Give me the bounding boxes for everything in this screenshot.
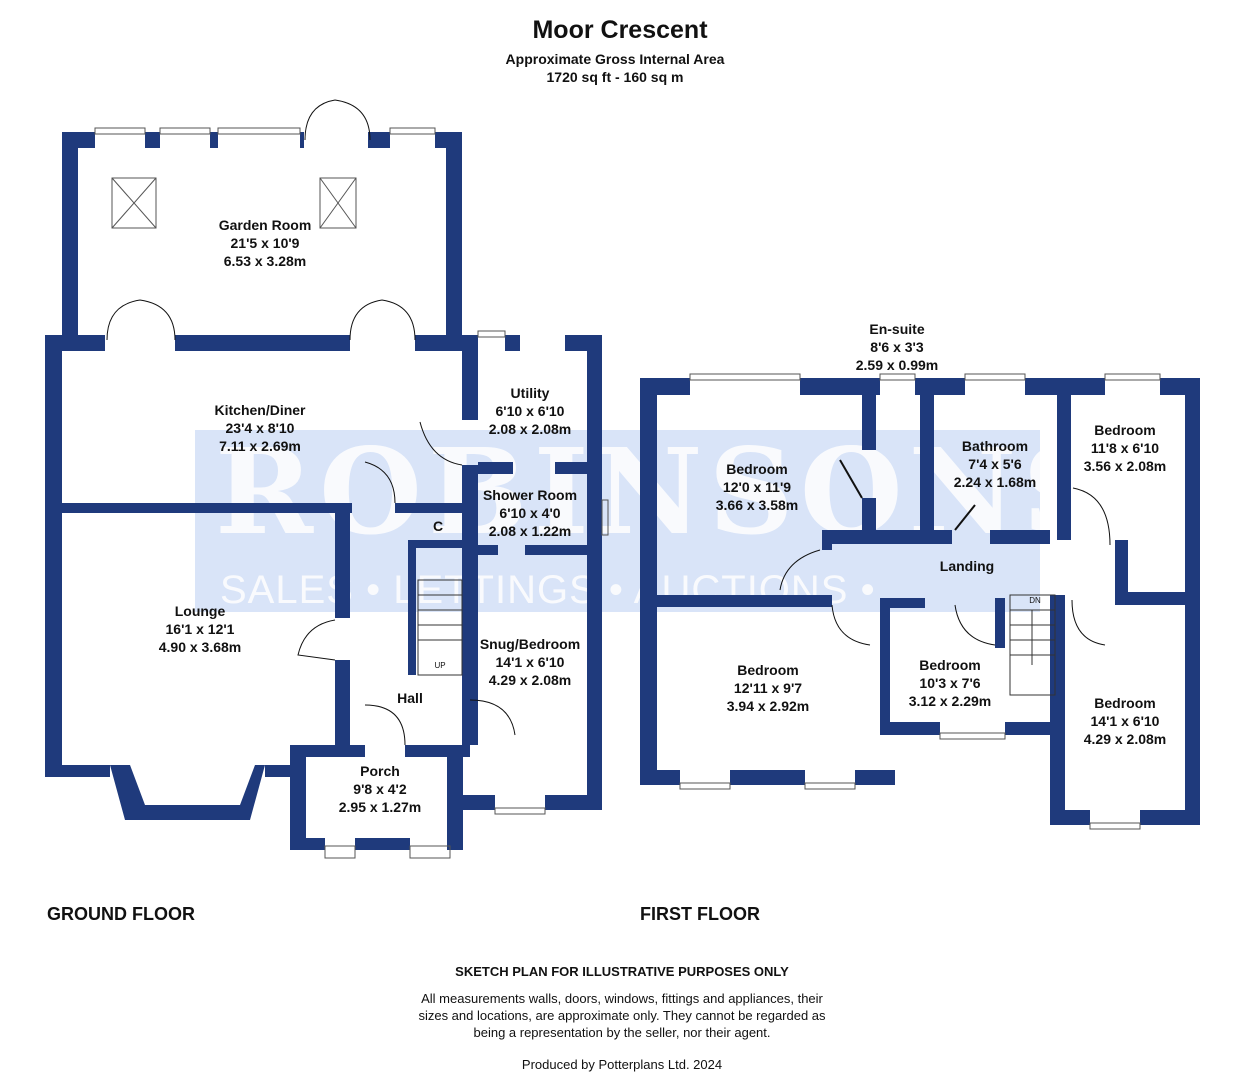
disclaimer-title: SKETCH PLAN FOR ILLUSTRATIVE PURPOSES ON… (455, 964, 789, 979)
producer-credit: Produced by Potterplans Ltd. 2024 (521, 1057, 723, 1072)
cupboard-label: C (432, 518, 444, 534)
first-floor-label: FIRST FLOOR (640, 904, 760, 924)
page-title: Moor Crescent (532, 16, 708, 44)
disclaimer-line: All measurements walls, doors, windows, … (421, 991, 823, 1006)
disclaimer-line: sizes and locations, are approximate onl… (418, 1008, 826, 1023)
ground-floor-label: GROUND FLOOR (47, 904, 195, 924)
walls (45, 132, 1200, 850)
stairs-up-label: UP (434, 661, 446, 670)
windows (94, 127, 1161, 859)
area-value: 1720 sq ft - 160 sq m (546, 69, 684, 85)
doors (106, 99, 1111, 746)
stairs-down-label: DN (1029, 596, 1041, 605)
disclaimer-line: being a representation by the seller, no… (473, 1025, 771, 1040)
area-subtitle: Approximate Gross Internal Area (505, 51, 725, 67)
stairs (417, 579, 1056, 696)
room-landing: Landing (939, 558, 995, 574)
room-hall: Hall (397, 690, 423, 706)
